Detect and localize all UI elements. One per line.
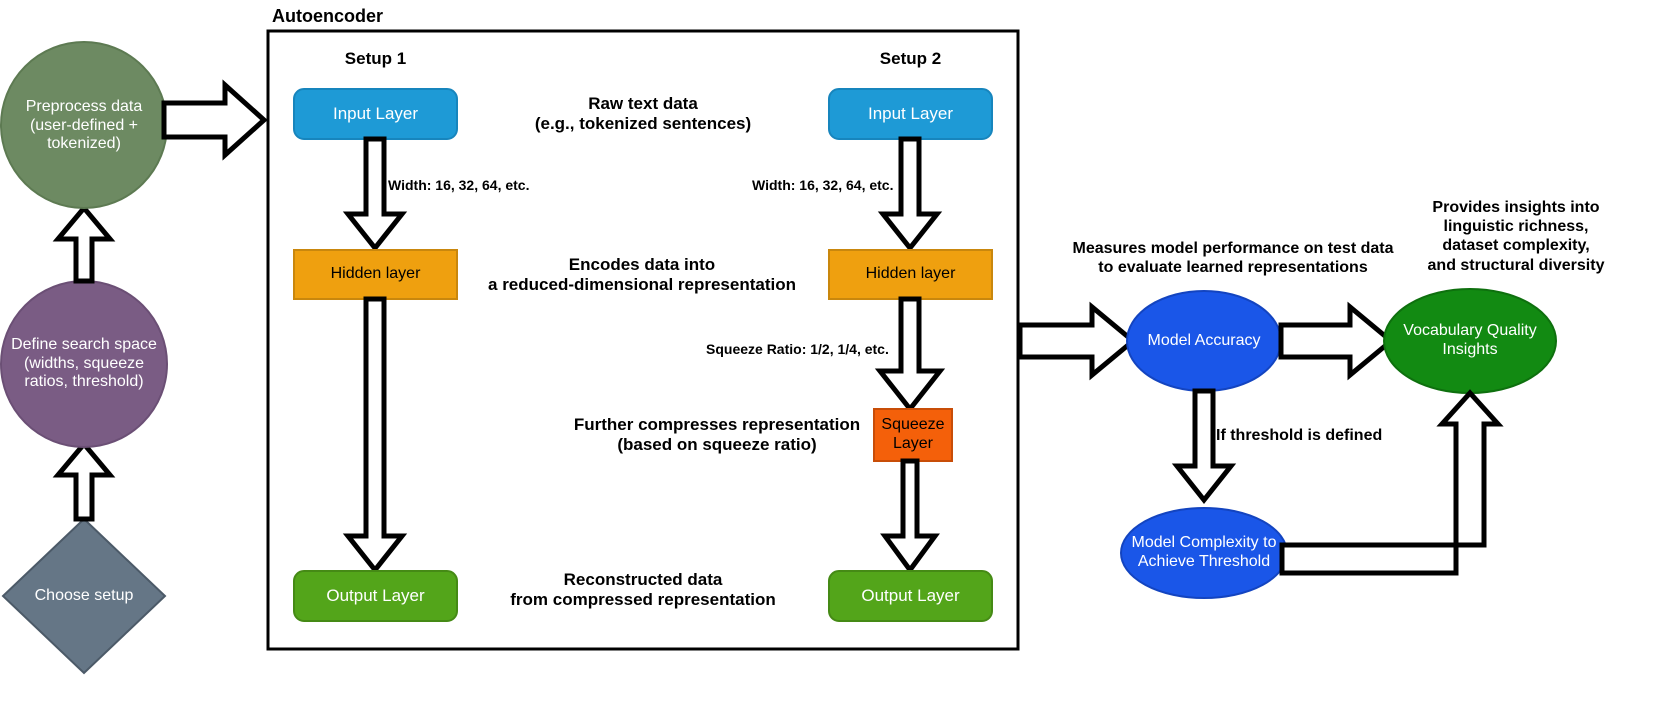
setup2-hidden-layer[interactable]	[828, 249, 993, 300]
setup2-input-layer[interactable]	[828, 88, 993, 140]
setup2-squeeze-layer[interactable]	[873, 408, 953, 462]
annotation-raw-text-data: Raw text data (e.g., tokenized sentences…	[534, 94, 752, 134]
setup2-arrow-hidden-to-squeeze	[874, 296, 946, 414]
arrow-choose-to-define	[52, 440, 116, 522]
annotation-encodes-data: Encodes data into a reduced-dimensional …	[488, 255, 796, 295]
setup2-arrow-input-to-hidden	[877, 136, 943, 253]
node-model-complexity[interactable]	[1120, 507, 1288, 599]
annotation-if-threshold-defined: If threshold is defined	[1216, 427, 1383, 444]
node-vocabulary-quality-insights[interactable]	[1383, 288, 1557, 394]
setup-2-title: Setup 2	[879, 49, 942, 68]
arrow-complexity-to-vocabulary	[1279, 389, 1504, 576]
setup1-hidden-layer[interactable]	[293, 249, 458, 300]
setup-1-title: Setup 1	[344, 49, 407, 68]
setup2-output-layer[interactable]	[828, 570, 993, 622]
annotation-reconstructed-data: Reconstructed data from compressed repre…	[510, 570, 776, 610]
arrow-accuracy-to-vocabulary	[1278, 301, 1395, 381]
setup1-input-layer[interactable]	[293, 88, 458, 140]
arrow-autoencoder-to-accuracy	[1017, 301, 1137, 381]
setup2-squeeze-ratio-label: Squeeze Ratio: 1/2, 1/4, etc.	[706, 341, 889, 357]
annotation-provides-insights: Provides insights into linguistic richne…	[1427, 199, 1605, 274]
node-model-accuracy[interactable]	[1126, 290, 1282, 392]
arrow-preprocess-to-autoencoder	[161, 79, 268, 161]
setup1-output-layer[interactable]	[293, 570, 458, 622]
arrow-define-to-preprocess	[52, 204, 116, 284]
setup2-width-label: Width: 16, 32, 64, etc.	[752, 177, 894, 193]
node-define-search-space[interactable]	[0, 280, 168, 448]
setup1-arrow-hidden-to-output	[342, 296, 408, 575]
node-choose-setup[interactable]	[1, 517, 167, 675]
setup1-arrow-input-to-hidden	[342, 136, 408, 253]
annotation-measures-performance: Measures model performance on test data …	[1072, 240, 1394, 277]
setup1-width-label: Width: 16, 32, 64, etc.	[388, 177, 530, 193]
arrow-accuracy-to-complexity	[1171, 388, 1237, 505]
node-preprocess-data[interactable]	[0, 41, 168, 209]
annotation-further-compresses: Further compresses representation (based…	[573, 415, 861, 455]
setup2-arrow-squeeze-to-output	[880, 458, 940, 575]
autoencoder-title: Autoencoder	[272, 6, 384, 26]
